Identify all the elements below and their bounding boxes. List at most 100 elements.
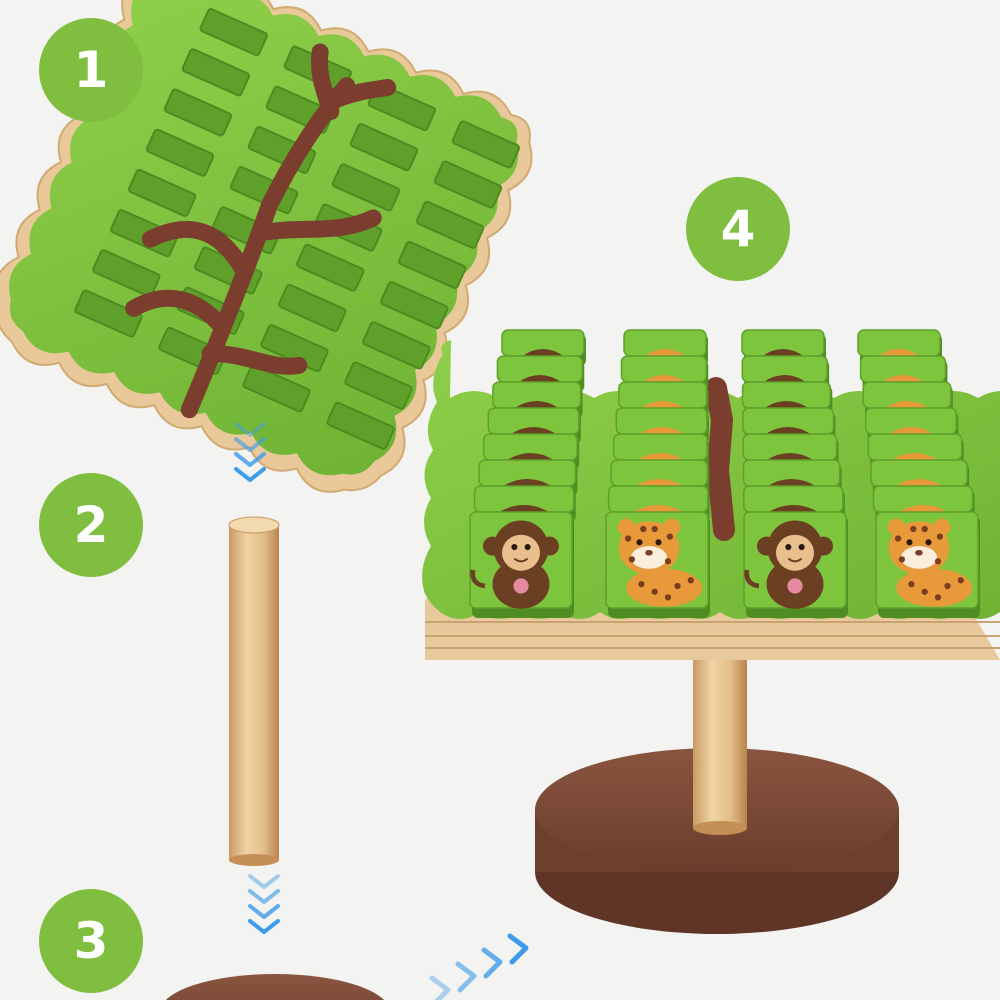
board-slot <box>398 240 467 289</box>
leopard-spot <box>628 556 636 563</box>
step-badge-4: 4 <box>686 177 790 281</box>
leopard-head-peek <box>891 453 939 460</box>
monkey-head-peek <box>768 505 819 512</box>
chevron-right-icon <box>481 947 503 979</box>
step-badge-2: 2 <box>39 473 143 577</box>
leopard-eye <box>636 539 643 546</box>
wooden-dowel-piece <box>228 516 280 866</box>
monkey-face <box>502 534 540 571</box>
leopard-spot <box>934 594 942 601</box>
chevron-down-icon <box>234 422 266 482</box>
leopard-spot <box>638 580 645 588</box>
leopard-head-peek <box>638 427 685 434</box>
chevron-right-icon <box>429 933 529 1000</box>
board-slot <box>415 200 485 249</box>
monkey-head-peek <box>522 349 564 356</box>
board-slot <box>199 8 268 57</box>
monkey-head-peek <box>510 427 557 434</box>
leopard-spot <box>921 588 928 595</box>
board-slot <box>163 88 233 137</box>
leopard-nose <box>645 549 653 556</box>
board-slot <box>331 163 401 212</box>
leopard-spot <box>624 535 632 542</box>
step-number: 2 <box>73 496 109 554</box>
chevron-down-icon <box>248 919 280 934</box>
board-slot <box>145 128 215 177</box>
board-slot <box>92 249 161 298</box>
monkey-head-peek <box>762 349 804 356</box>
leopard-head-peek <box>642 375 686 382</box>
board-slot <box>278 283 347 332</box>
step-badge-1: 1 <box>39 18 143 122</box>
leopard-spot <box>894 535 902 542</box>
monkey-head-peek <box>764 401 809 408</box>
leopard-spot <box>674 582 681 590</box>
leopard-spot <box>651 525 658 533</box>
step-number: 3 <box>73 912 109 970</box>
held-fruit <box>513 578 529 594</box>
leopard-head-peek <box>888 427 934 434</box>
leopard-spot <box>651 588 658 595</box>
leopard-head-peek <box>881 375 925 382</box>
leopard-spot <box>910 525 917 533</box>
leopard-muzzle <box>630 546 668 569</box>
step-number: 1 <box>73 41 109 99</box>
monkey-eye <box>798 544 805 551</box>
monkey-tail <box>470 569 486 589</box>
chevron-down-icon <box>234 467 266 482</box>
board-slot <box>296 243 365 292</box>
leopard-nose <box>915 549 923 556</box>
monkey-head-peek <box>514 401 559 408</box>
leopard-muzzle <box>900 546 938 569</box>
monkey-eye <box>785 544 792 551</box>
monkey-head-peek <box>507 453 554 460</box>
leopard-spot <box>687 577 694 584</box>
leopard-spot <box>664 594 672 601</box>
monkey-head-peek <box>503 479 552 486</box>
monkey-eye <box>524 544 531 551</box>
board-slot <box>451 120 521 169</box>
board-slot <box>181 48 250 97</box>
step-number: 4 <box>720 200 756 258</box>
leopard-head-peek <box>640 401 685 408</box>
board-slot <box>127 168 197 217</box>
board-slot <box>110 209 179 258</box>
board-slot <box>344 361 413 410</box>
chevron-down-icon <box>234 452 266 467</box>
leopard-spot <box>908 580 915 588</box>
monkey-head-peek <box>763 375 806 382</box>
monkey-head-peek <box>767 479 816 486</box>
leopard-eye <box>655 539 662 546</box>
leopard-head-peek <box>633 505 683 512</box>
animal-tile <box>469 511 574 618</box>
chevron-right-icon <box>429 975 451 1000</box>
animal-tile <box>605 511 710 618</box>
chevron-down-icon <box>234 437 266 452</box>
leopard-head-peek <box>885 401 929 408</box>
monkey-eye <box>511 544 518 551</box>
step-badge-3: 3 <box>39 889 143 993</box>
board-slot <box>74 289 143 338</box>
leopard-head-peek <box>637 453 684 460</box>
leopard-eye <box>906 539 913 546</box>
chevron-right-icon <box>455 961 477 993</box>
monkey-mouth <box>513 557 529 563</box>
leopard-spot <box>957 577 964 584</box>
held-fruit <box>787 578 803 594</box>
chevron-down-icon <box>234 422 266 437</box>
leopard-spot <box>640 525 647 533</box>
chevron-down-icon <box>248 874 280 934</box>
board-slot <box>380 281 449 330</box>
animal-tile-grid <box>469 329 980 618</box>
leopard-head-peek <box>635 479 684 486</box>
leopard-body <box>896 568 973 607</box>
leopard-spot <box>666 533 674 540</box>
board-slot <box>326 401 395 450</box>
round-base-piece <box>165 974 385 1000</box>
animal-tile <box>743 511 848 618</box>
leopard-spot <box>944 582 951 590</box>
tree-branch-print <box>125 43 397 419</box>
monkey-tail <box>744 569 760 589</box>
